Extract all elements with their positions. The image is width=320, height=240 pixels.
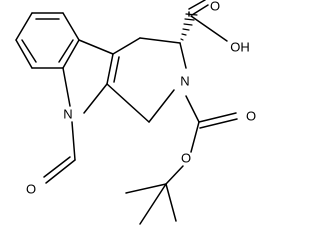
carboxylic-acid-group	[180, 0, 228, 42]
bond	[165, 165, 184, 185]
boc-carbonyl-bond	[199, 118, 238, 129]
piperidine-ring	[106, 37, 187, 123]
bond	[62, 12, 80, 41]
acid-carbonyl-bond	[191, 4, 209, 16]
bond	[185, 95, 200, 123]
formyl-carbonyl-bond	[43, 156, 71, 178]
boc-group	[125, 95, 238, 225]
boc-carbonyl-bond	[198, 112, 237, 123]
benzene-ring	[15, 12, 80, 69]
pyrrole-ring	[62, 39, 120, 114]
tbutyl-methyl-bond	[139, 183, 167, 225]
atom-label-boc-ester-o: O	[181, 150, 191, 165]
bond	[106, 53, 114, 85]
tbutyl-methyl-bond	[125, 183, 167, 194]
bond	[190, 121, 200, 153]
bond	[62, 39, 80, 69]
double-bond-inner	[21, 39, 37, 63]
bond	[62, 67, 71, 107]
atom-label-n-indole: N	[63, 106, 72, 121]
bond	[106, 83, 150, 123]
molecule-structure: N N O O OH O O	[15, 0, 256, 225]
atom-label-formyl-o: O	[26, 181, 36, 196]
formyl-carbonyl-bond	[45, 159, 76, 184]
atom-label-acid-oh: OH	[230, 39, 250, 54]
double-bond-inner	[58, 39, 74, 63]
acid-oh-bond	[190, 15, 228, 42]
bond	[139, 37, 181, 44]
atom-label-boc-carbonyl-o: O	[246, 108, 256, 123]
bond	[71, 121, 76, 161]
atom-label-acid-carbonyl-o: O	[210, 0, 220, 13]
stereo-hashed-wedge	[180, 13, 198, 41]
acid-carbonyl-bond	[188, 0, 206, 10]
tbutyl-methyl-bond	[165, 183, 177, 222]
bond	[112, 37, 141, 55]
bond	[148, 89, 175, 123]
bond	[15, 39, 33, 69]
bond	[179, 42, 187, 69]
bond	[15, 12, 33, 41]
atom-label-n-ring: N	[180, 73, 189, 88]
bond	[83, 83, 108, 114]
double-bond-inner	[113, 56, 120, 83]
formyl-group	[43, 121, 76, 184]
bond	[78, 39, 114, 55]
